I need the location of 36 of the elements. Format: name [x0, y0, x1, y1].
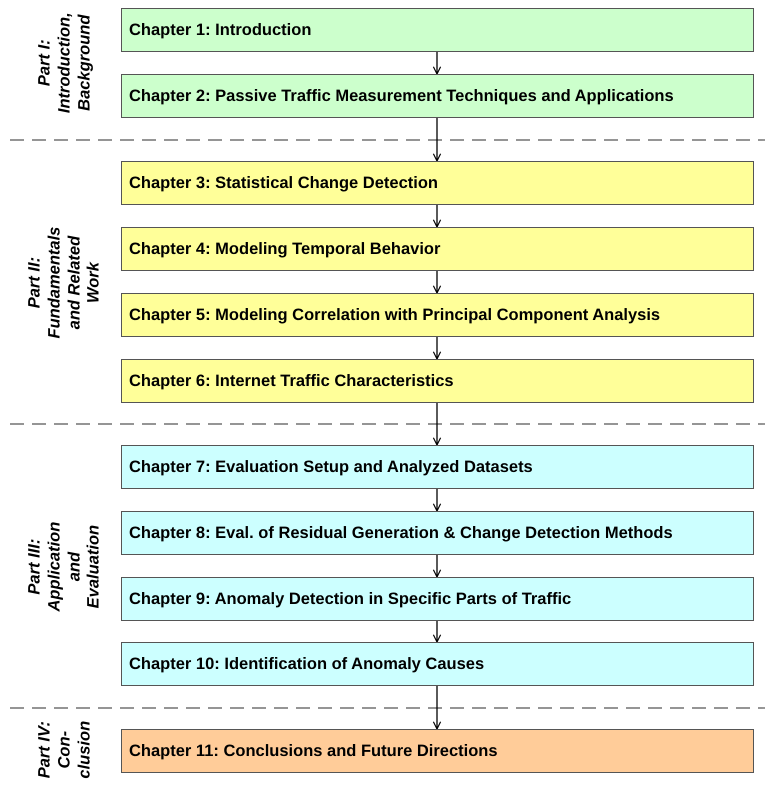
chapter-box: [121, 511, 754, 555]
chapter-box: [121, 293, 754, 337]
chapter-box: [121, 577, 754, 621]
chapter-title: Chapter 8: Eval. of Residual Generation & Change Detection Methods: [129, 524, 673, 542]
arrow: [432, 52, 442, 75]
arrow: [432, 205, 442, 228]
chapter-box: [121, 161, 754, 205]
arrow: [432, 686, 442, 730]
part-label: Part I: Introduction, Background: [35, 12, 94, 114]
chapter-box: [121, 642, 754, 686]
chapter-title: Chapter 3: Statistical Change Detection: [129, 174, 438, 192]
chapter-title: Chapter 9: Anomaly Detection in Specific Parts of Traffic: [129, 590, 572, 608]
chapter-title: Chapter 2: Passive Traffic Measurement Techniques and Applications: [129, 86, 674, 106]
chapter-title: Chapter 1: Introduction: [129, 20, 312, 40]
arrow: [432, 118, 442, 162]
chapter-box: [121, 729, 754, 773]
arrow: [432, 621, 442, 643]
chapter-box: [121, 445, 754, 489]
chapter-title: Chapter 10: Identification of Anomaly Causes: [129, 654, 484, 674]
part-label: Part IV: Con- clusion: [35, 720, 94, 780]
chapter-title: Chapter 6: Internet Traffic Characteristics: [129, 372, 454, 390]
arrow: [432, 271, 442, 294]
part-label: Part II: Fundamentals and Related Work: [25, 227, 104, 339]
chapter-box: [121, 74, 754, 118]
arrow: [432, 337, 442, 360]
chapter-box: [121, 227, 754, 271]
arrow: [432, 489, 442, 512]
chapter-title: Chapter 5: Modeling Correlation with Principal Component Analysis: [129, 306, 660, 324]
part-label: Part III: Application and Evaluation: [25, 522, 104, 612]
arrow: [432, 555, 442, 578]
chapter-title: Chapter 4: Modeling Temporal Behavior: [129, 240, 440, 258]
chapter-title: Chapter 11: Conclusions and Future Directions: [129, 742, 498, 760]
arrow: [432, 403, 442, 446]
chapter-box: [121, 8, 754, 52]
chapter-title: Chapter 7: Evaluation Setup and Analyzed Datasets: [129, 458, 533, 476]
chapter-box: [121, 359, 754, 403]
